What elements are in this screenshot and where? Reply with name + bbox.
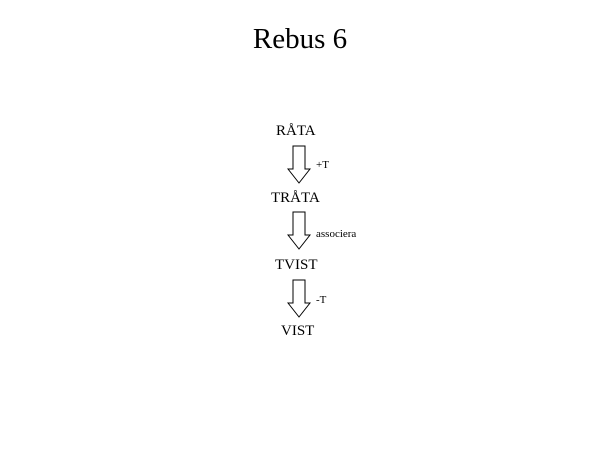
step-word-3: TVIST xyxy=(275,257,318,273)
operation-label-2: associera xyxy=(316,228,357,240)
step-word-4: VIST xyxy=(281,323,315,339)
step-word-1: RÅTA xyxy=(276,123,316,139)
rebus-title: Rebus 6 xyxy=(252,23,348,55)
down-arrow-icon xyxy=(287,145,311,185)
step-word-2: TRÅTA xyxy=(271,190,320,206)
down-arrow-icon xyxy=(287,279,311,319)
down-arrow-icon xyxy=(287,211,311,251)
operation-label-3: -T xyxy=(316,294,327,306)
operation-label-1: +T xyxy=(316,159,329,171)
